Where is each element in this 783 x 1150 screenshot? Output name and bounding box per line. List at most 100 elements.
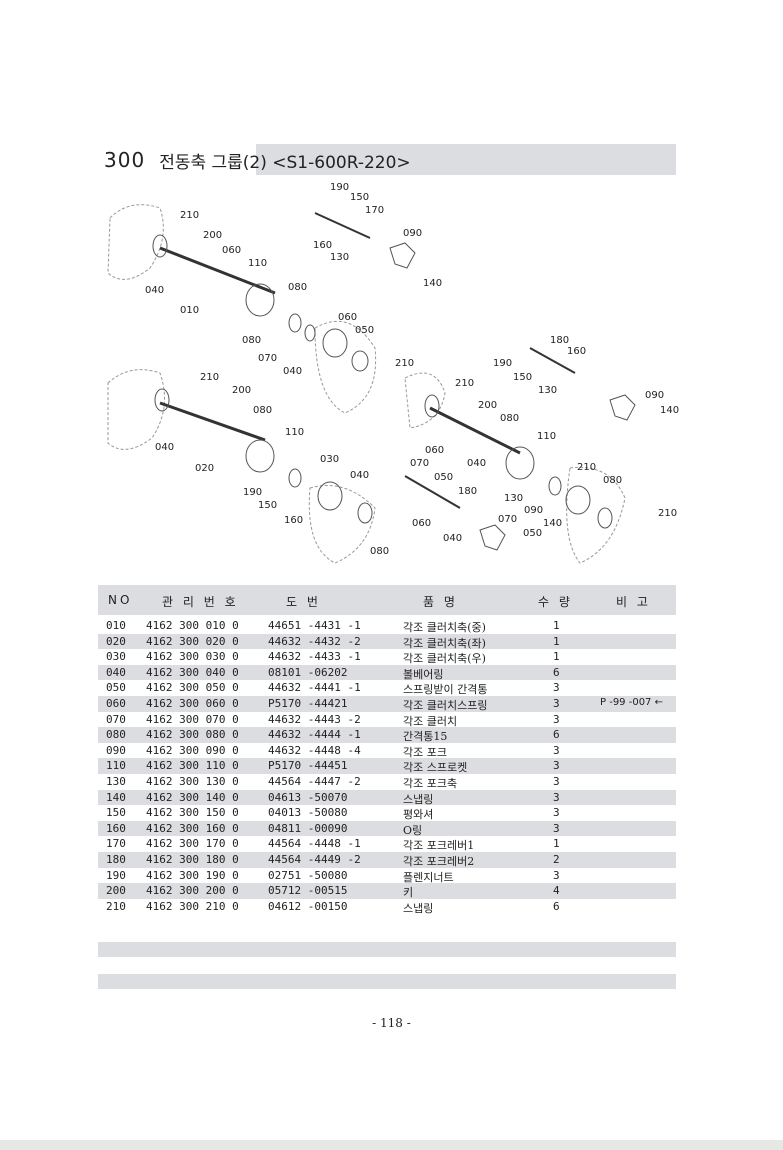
callout-label: 090 [645,390,664,401]
callout-label: 160 [567,346,586,357]
table-cell: 4162 300 180 0 [146,852,239,866]
table-cell: 030 [106,650,126,664]
callout-label: 130 [538,385,557,396]
callout-label: 150 [350,192,369,203]
callout-label: 080 [603,475,622,486]
callout-label: 050 [523,528,542,539]
group-number: 300 [104,148,146,172]
table-cell: 키 [403,886,414,900]
callout-label: 190 [493,358,512,369]
table-cell: 44632 -4443 -2 [268,712,361,726]
table-cell: 4162 300 130 0 [146,774,239,788]
table-cell: P -99 -007 ← [600,696,663,708]
table-cell: 44632 -4432 -2 [268,634,361,648]
callout-label: 150 [513,372,532,383]
table-cell: 04613 -50070 [268,790,348,804]
callout-label: 180 [458,486,477,497]
table-cell: 02751 -50080 [268,868,348,882]
callout-label: 190 [243,487,262,498]
table-cell: 080 [106,728,126,742]
table-cell: 1 [553,619,560,632]
callout-label: 070 [410,458,429,469]
table-cell: 08101 -06202 [268,665,348,679]
table-cell: 04013 -50080 [268,806,348,820]
table-cell: 3 [553,806,560,820]
table-cell: 4162 300 040 0 [146,665,239,679]
callout-label: 130 [504,493,523,504]
table-cell: 2 [553,852,560,866]
callout-label: 040 [283,366,302,377]
table-cell: 4162 300 050 0 [146,681,239,695]
table-cell: O링 [403,823,423,837]
callout-label: 040 [467,458,486,469]
table-cell: 050 [106,681,126,695]
callout-label: 080 [288,282,307,293]
callout-label: 200 [203,230,222,241]
page-title: 300 전동축 그룹(2) <S1-600R-220> [104,146,411,174]
title-band [100,144,676,175]
callout-label: 080 [370,546,389,557]
table-cell: 4162 300 070 0 [146,712,239,726]
table-cell: 3 [553,759,560,773]
table-cell: 3 [553,868,560,882]
header-no: NO [108,593,133,607]
callout-label: 070 [258,353,277,364]
table-filler-band [98,942,676,957]
callout-label: 150 [258,500,277,511]
callout-label: 090 [403,228,422,239]
table-cell: 3 [553,743,560,757]
callout-label: 020 [195,463,214,474]
table-header: NO 관 리 번 호 도 번 품 명 수 량 비 고 [98,585,676,615]
table-filler-band [98,974,676,989]
table-cell: 각조 스프로켓 [403,761,468,775]
callout-label: 210 [180,210,199,221]
table-cell: 스냅링 [403,792,434,806]
table-cell: 210 [106,899,126,913]
header-drawing-no: 도 번 [286,595,321,609]
callout-label: 200 [478,400,497,411]
table-cell: 44651 -4431 -1 [268,619,361,632]
table-cell: 볼베어링 [403,667,444,681]
table-cell: 010 [106,619,126,632]
table-cell: 44564 -4449 -2 [268,852,361,866]
callout-label: 210 [395,358,414,369]
table-cell: 44564 -4447 -2 [268,774,361,788]
table-cell: 각조 클러치 [403,714,458,728]
callout-label: 210 [200,372,219,383]
table-cell: 020 [106,634,126,648]
table-cell: 4162 300 150 0 [146,806,239,820]
table-cell: 040 [106,665,126,679]
table-cell: 각조 포크축 [403,776,458,790]
callout-label: 080 [500,413,519,424]
table-cell: 각조 클러치축(중) [403,621,486,634]
callout-label: 180 [550,335,569,346]
table-cell: 140 [106,790,126,804]
table-cell: 4162 300 140 0 [146,790,239,804]
table-cell: 4162 300 030 0 [146,650,239,664]
callout-label: 190 [330,182,349,193]
callout-label: 110 [537,431,556,442]
header-qty: 수 량 [538,595,573,609]
table-cell: 060 [106,696,126,710]
table-cell: 각조 포크 [403,745,447,759]
callout-label: 210 [577,462,596,473]
table-cell: 4162 300 210 0 [146,899,239,913]
